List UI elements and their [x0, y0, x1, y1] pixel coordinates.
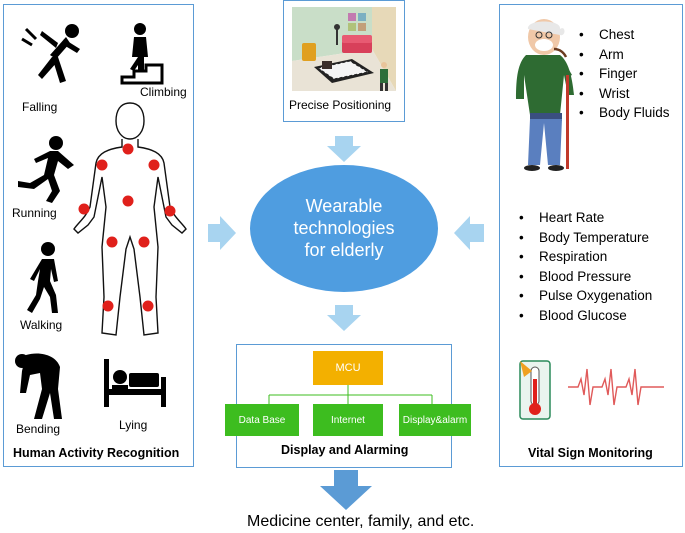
activity-label-running: Running — [12, 206, 57, 220]
running-person-icon — [18, 136, 74, 203]
human-activity-panel: Falling Climbing Running Walking Bending… — [3, 4, 194, 467]
output-internet: Internet — [313, 404, 383, 436]
arrow-right-left — [208, 216, 236, 250]
body-outline-icon — [73, 102, 187, 336]
vital-signs-list: Heart Rate Body Temperature Respiration … — [519, 208, 652, 326]
vital-sign-panel: Chest Arm Finger Wrist Body Fluids Heart… — [499, 4, 683, 467]
elderly-man-icon — [516, 19, 574, 171]
center-title-line3: for elderly — [304, 240, 384, 260]
activity-label-bending: Bending — [16, 422, 61, 436]
vital-sign-item: Pulse Oxygenation — [519, 286, 652, 306]
footer-text: Medicine center, family, and etc. — [247, 513, 475, 530]
body-site-item: Arm — [579, 45, 670, 65]
center-title-line2: technologies — [293, 218, 395, 238]
body-site-item: Wrist — [579, 84, 670, 104]
mcu-box: MCU — [313, 351, 383, 385]
arrow-down-center — [327, 305, 361, 331]
body-site-item: Finger — [579, 64, 670, 84]
body-site-item: Body Fluids — [579, 103, 670, 123]
vital-sign-title: Vital Sign Monitoring — [528, 446, 653, 460]
center-title-line1: Wearable — [305, 196, 383, 216]
wearable-technologies-ellipse: Wearable technologies for elderly — [250, 165, 438, 292]
display-alarming-panel: MCU Data Base Internet Display&alarm Dis… — [225, 344, 471, 468]
thermometer-icon — [519, 360, 551, 420]
activity-label-walking: Walking — [20, 318, 63, 332]
body-sites-list: Chest Arm Finger Wrist Body Fluids — [579, 25, 670, 123]
activity-label-climbing: Climbing — [140, 85, 187, 99]
mcu-connectors — [268, 385, 433, 405]
room-scene-icon — [292, 7, 396, 91]
output-display-alarm: Display&alarm — [399, 404, 471, 436]
vital-sign-item: Heart Rate — [519, 208, 652, 228]
activity-label-lying: Lying — [119, 418, 148, 432]
activity-label-falling: Falling — [22, 100, 58, 114]
walking-person-icon — [27, 242, 58, 313]
human-activity-title: Human Activity Recognition — [13, 446, 180, 460]
display-alarming-title: Display and Alarming — [281, 443, 409, 457]
climbing-stairs-icon — [120, 23, 164, 85]
vital-sign-item: Blood Pressure — [519, 267, 652, 287]
arrow-left-right — [454, 216, 484, 250]
vital-sign-item: Respiration — [519, 247, 652, 267]
vital-sign-item: Body Temperature — [519, 228, 652, 248]
bed-lying-icon — [104, 359, 166, 407]
body-site-item: Chest — [579, 25, 670, 45]
output-database: Data Base — [225, 404, 299, 436]
vital-sign-item: Blood Glucose — [519, 306, 652, 326]
falling-person-icon — [21, 24, 80, 83]
bending-person-icon — [15, 353, 62, 419]
ecg-wave-icon — [568, 368, 664, 406]
precise-positioning-caption: Precise Positioning — [289, 98, 392, 112]
precise-positioning-panel: Precise Positioning — [283, 0, 405, 122]
arrow-down-top — [327, 136, 361, 162]
arrow-down-footer — [320, 470, 372, 510]
